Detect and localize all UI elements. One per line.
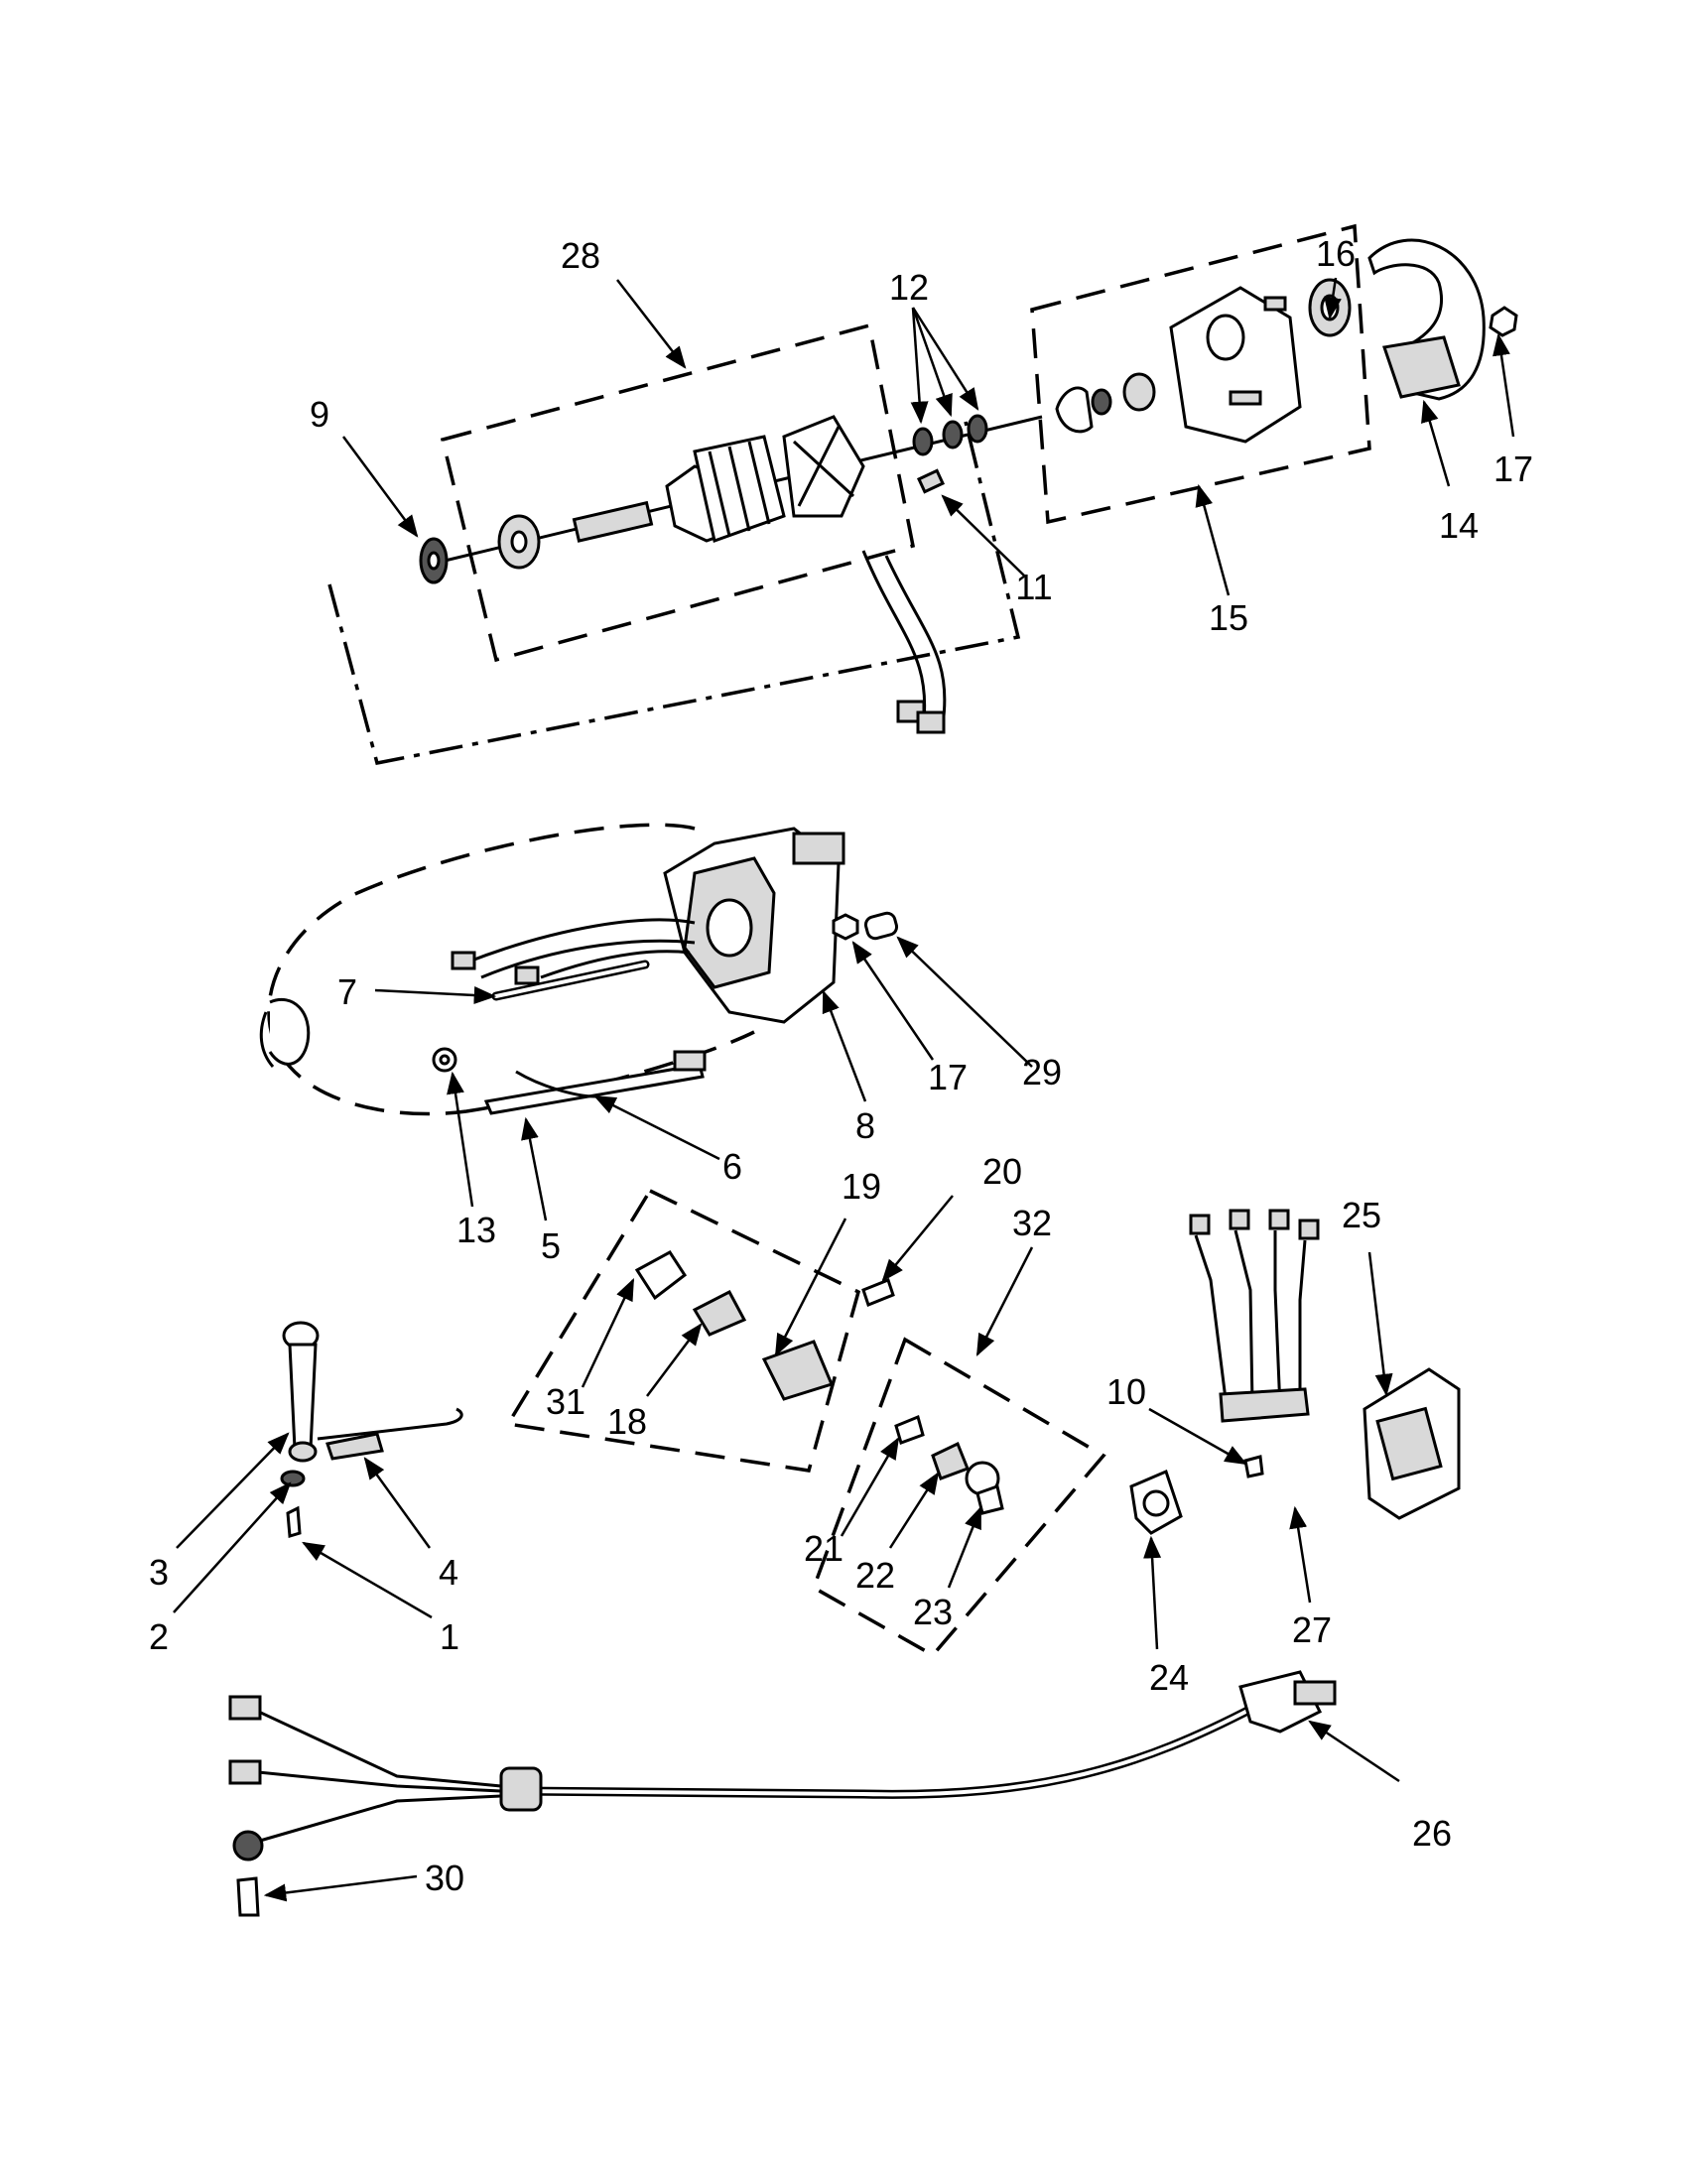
power-cord [228,1670,1337,1917]
end-bell-assembly [1055,238,1518,444]
clip-6 [515,1070,596,1098]
callout-8: 8 [855,1105,875,1146]
callout-29: 29 [1022,1052,1062,1092]
brush-holder-group-boundary [505,1188,861,1473]
callout-7: 7 [337,971,357,1012]
callout-labels: 28 12 16 9 11 15 14 17 7 29 17 8 6 13 5 … [149,233,1533,1898]
callout-27: 27 [1292,1609,1332,1650]
callout-6: 6 [722,1146,742,1187]
callout-17a: 17 [1493,449,1533,489]
callout-15: 15 [1209,597,1248,638]
leader-lines [173,277,1515,1902]
field-housing [259,550,947,1068]
callout-22: 22 [855,1555,895,1596]
callout-5: 5 [541,1225,561,1266]
callout-32: 32 [1012,1203,1052,1243]
callout-30: 30 [425,1858,464,1898]
callout-3: 3 [149,1552,169,1593]
callout-4: 4 [439,1552,458,1593]
motor-assembly-leader-frame [327,421,1021,766]
speed-control-parts [280,1321,463,1538]
callout-17b: 17 [928,1057,968,1097]
brush-parts [634,1250,895,1401]
callout-11: 11 [1015,567,1052,607]
callout-14: 14 [1439,505,1479,546]
switch-parts [894,1414,1004,1515]
callout-12: 12 [889,267,929,308]
callout-24: 24 [1149,1657,1189,1698]
callout-18: 18 [607,1401,647,1442]
lock-washer-13 [432,1047,457,1073]
through-bolt-7 [491,960,650,1001]
callout-25: 25 [1342,1195,1381,1235]
callout-2: 2 [149,1616,169,1657]
callout-13: 13 [456,1210,496,1250]
strap-5 [483,1050,707,1115]
callout-20: 20 [982,1151,1022,1192]
callout-16: 16 [1316,233,1356,274]
callout-31: 31 [546,1381,585,1422]
callout-1: 1 [440,1616,459,1657]
switch-group-boundary [811,1337,1106,1658]
callout-9: 9 [310,394,329,435]
callout-23: 23 [913,1592,953,1632]
callout-26: 26 [1412,1813,1452,1854]
callout-10: 10 [1106,1371,1146,1412]
control-board-parts [1129,1209,1461,1535]
callout-19: 19 [842,1166,881,1207]
armature-group-boundary [440,322,916,663]
armature [419,414,1043,584]
callout-28: 28 [561,235,600,276]
end-bell-group-boundary [1030,223,1371,525]
callout-21: 21 [804,1528,844,1569]
